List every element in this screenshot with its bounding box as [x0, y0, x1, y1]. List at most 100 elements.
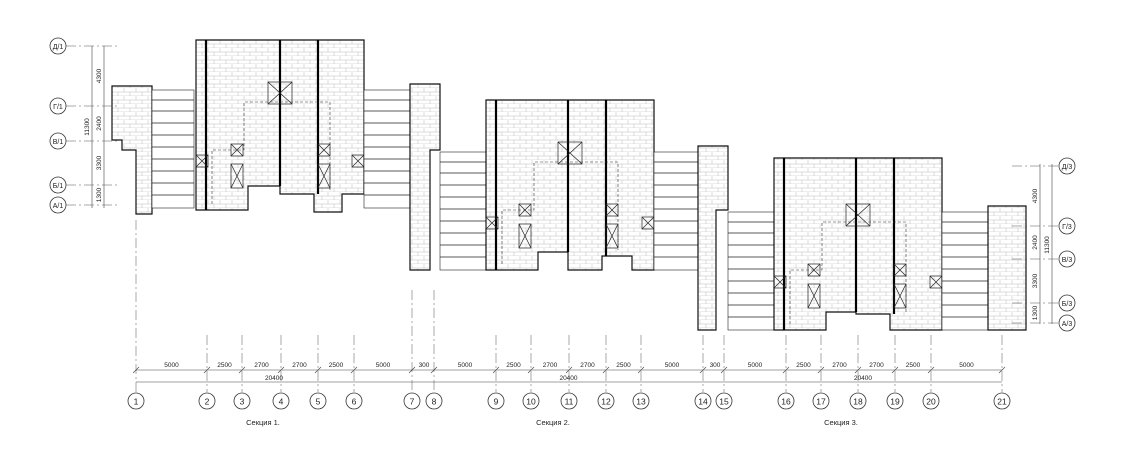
dimension-value: 4300: [1032, 188, 1039, 203]
axis-bubble-20: 20: [922, 392, 940, 410]
dimension-row-total: 20400 20400 20400: [265, 375, 872, 382]
axis-bubble-18: 18: [849, 392, 867, 410]
stair-treads-right: [653, 151, 699, 271]
dimension-total-value: 11300: [84, 118, 91, 136]
axis-bubble-6: 6: [345, 392, 363, 410]
dimension-total-value: 20400: [265, 375, 283, 382]
axis-bubble-5: 5: [309, 392, 327, 410]
axis-bubble-9: 9: [487, 392, 505, 410]
axis-bubble-7: 7: [403, 392, 421, 410]
axis-label: Г/1: [53, 104, 63, 111]
axis-bubble-А/1: А/1: [49, 196, 67, 214]
axis-bubble-Б/1: Б/1: [49, 176, 67, 194]
axis-label: 8: [432, 397, 437, 407]
axis-bubble-4: 4: [272, 392, 290, 410]
stair-treads-left: [439, 151, 487, 271]
axis-bubble-Г/3: Г/3: [1058, 217, 1076, 235]
dimension-value: 3300: [1032, 273, 1039, 288]
axis-label: 3: [240, 397, 245, 407]
section-labels: Секция 1. Секция 2. Секция 3.: [246, 418, 858, 427]
axis-bubble-13: 13: [632, 392, 650, 410]
dimension-value: 2500: [616, 362, 631, 369]
dimension-value: 2700: [543, 362, 558, 369]
axis-bubble-В/1: В/1: [49, 132, 67, 150]
dimension-value: 300: [419, 362, 430, 369]
axis-bubble-19: 19: [886, 392, 904, 410]
axis-bubble-Г/1: Г/1: [49, 97, 67, 115]
dimension-value: 2700: [832, 362, 847, 369]
axis-label: В/3: [1062, 257, 1073, 264]
dimension-total-value: 20400: [854, 375, 872, 382]
section-1-plan: [111, 39, 441, 271]
axis-label: 14: [698, 397, 708, 407]
axis-bubble-3: 3: [233, 392, 251, 410]
axis-bubble-8: 8: [425, 392, 443, 410]
dimension-value: 2700: [869, 362, 884, 369]
axis-label: 7: [410, 397, 415, 407]
dimension-value: 5000: [458, 362, 473, 369]
dimension-total-value: 20400: [559, 375, 577, 382]
axis-label: 16: [781, 397, 791, 407]
axis-label: 4: [279, 397, 284, 407]
axis-label: 21: [997, 397, 1007, 407]
axis-label: Д/1: [53, 44, 64, 51]
axis-label: 6: [352, 397, 357, 407]
axis-bubble-15: 15: [715, 392, 733, 410]
axis-label: Б/1: [53, 183, 64, 190]
axis-label: 12: [601, 397, 611, 407]
dimension-value: 5000: [376, 362, 391, 369]
axis-bubble-2: 2: [198, 392, 216, 410]
dimension-value: 1300: [1032, 305, 1039, 320]
axis-label: А/3: [1062, 321, 1073, 328]
axis-label: 20: [926, 397, 936, 407]
axis-label: 5: [316, 397, 321, 407]
section-label: Секция 2.: [536, 418, 570, 427]
axis-bubble-1: 1: [127, 392, 145, 410]
axis-bubble-11: 11: [560, 392, 578, 410]
axis-label: 2: [205, 397, 210, 407]
dimension-value: 2400: [1032, 235, 1039, 250]
axis-bubble-Д/3: Д/3: [1058, 157, 1076, 175]
axis-bubbles-left: Д/1Г/1В/1Б/1А/1: [49, 37, 118, 214]
dimension-value: 2400: [96, 116, 103, 131]
section-3-plan: [727, 157, 1027, 331]
dimension-value: 1300: [96, 187, 103, 202]
dimension-value: 5000: [959, 362, 974, 369]
axis-bubble-17: 17: [812, 392, 830, 410]
axis-label: 1: [134, 397, 139, 407]
axis-label: Б/3: [1062, 301, 1073, 308]
dimension-value: 2500: [329, 362, 344, 369]
axis-label: 11: [565, 397, 574, 407]
dimension-value: 2500: [506, 362, 521, 369]
axis-bubble-А/3: А/3: [1058, 314, 1076, 332]
axis-label: Г/3: [1062, 224, 1072, 231]
axis-bubble-10: 10: [522, 392, 540, 410]
axis-bubble-Б/3: Б/3: [1058, 294, 1076, 312]
section-label: Секция 3.: [824, 418, 858, 427]
stair-treads-left: [151, 89, 195, 209]
stair-treads-right: [941, 211, 989, 331]
stair-treads-right: [363, 89, 411, 209]
axis-label: Д/3: [1062, 164, 1073, 171]
dimension-value: 5000: [748, 362, 763, 369]
axis-label: 17: [816, 397, 826, 407]
dimension-value: 2500: [796, 362, 811, 369]
section-2-plan: [439, 99, 729, 331]
dimension-value: 2700: [580, 362, 595, 369]
axis-bubble-В/3: В/3: [1058, 250, 1076, 268]
axis-label: 19: [890, 397, 900, 407]
dimension-value: 2500: [217, 362, 232, 369]
section-label: Секция 1.: [246, 418, 280, 427]
dimension-value: 5000: [665, 362, 680, 369]
dimension-value: 2700: [292, 362, 307, 369]
axis-bubble-Д/1: Д/1: [49, 37, 67, 55]
axis-bubbles-right: Д/3Г/3В/3Б/3А/3: [1012, 157, 1076, 332]
axis-label: В/1: [53, 139, 64, 146]
axis-bubble-21: 21: [993, 392, 1011, 410]
dimension-value: 5000: [164, 362, 179, 369]
dimension-row-top: 5000 2500 2700 2700 2500 5000 300 5000 2500 2700 2…: [132, 362, 1006, 374]
